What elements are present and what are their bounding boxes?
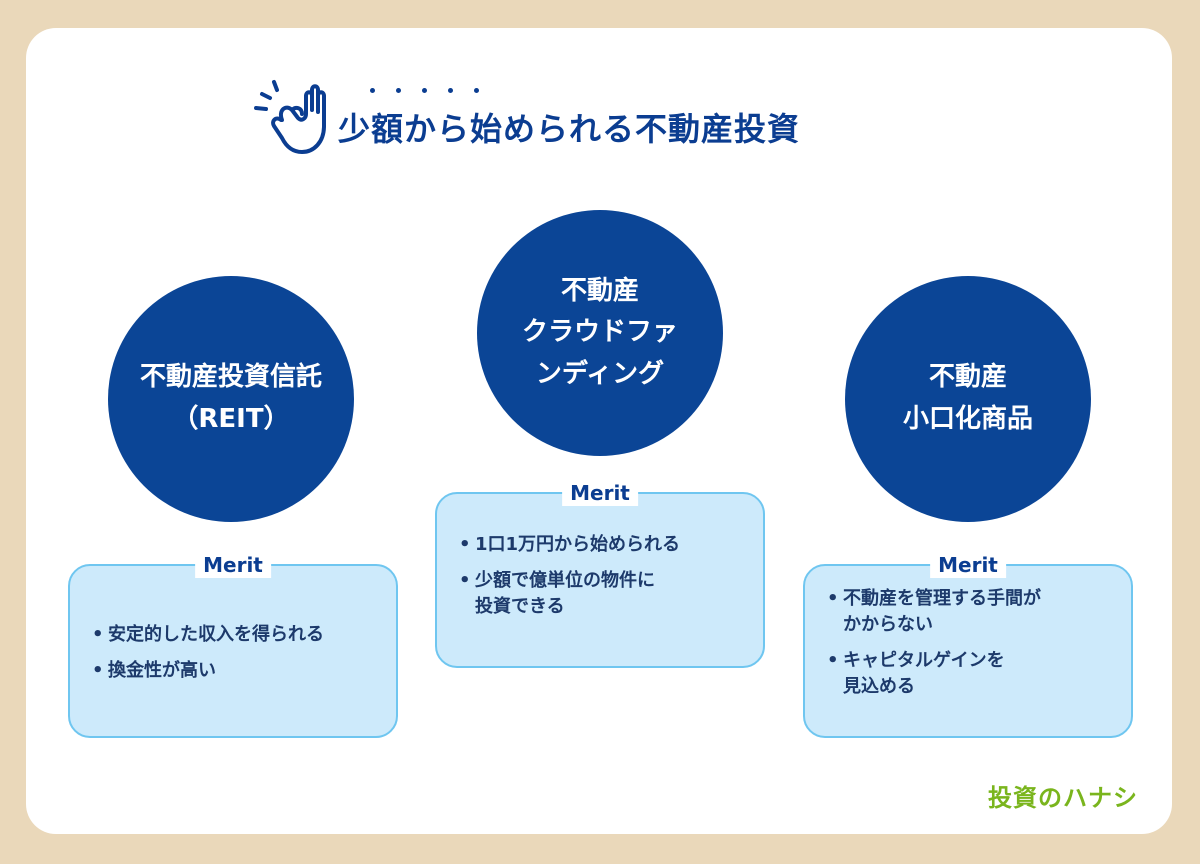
merit-box-fractional: Merit 不動産を管理する手間が かからない キャピタルゲインを 見込める (803, 552, 1133, 738)
circle-line: ンディング (535, 358, 665, 389)
merit-label: Merit (562, 480, 638, 506)
circle-line: 不動産投資信託 (139, 362, 322, 393)
merit-box-crowdfunding: Merit 1口1万円から始められる 少額で億単位の物件に 投資できる (435, 480, 765, 668)
merit-list: 安定的した収入を得られる 換金性が高い (92, 622, 386, 694)
merit-item: 1口1万円から始められる (459, 532, 753, 558)
circle-line: 不動産 (560, 275, 639, 306)
merit-item: キャピタルゲインを 見込める (827, 648, 1121, 700)
merit-item: 換金性が高い (92, 658, 386, 684)
page-title: 少額から始められる不動産投資 (338, 110, 801, 148)
circle-line: （REIT） (172, 404, 290, 434)
circle-crowdfunding: 不動産 クラウドファ ンディング (477, 210, 723, 456)
circle-fractional: 不動産 小口化商品 (845, 276, 1091, 522)
ok-hand-icon (254, 80, 326, 154)
merit-label: Merit (195, 552, 271, 578)
brand-logo-text: 投資のハナシ (988, 784, 1138, 812)
merit-item: 少額で億単位の物件に 投資できる (459, 568, 753, 620)
circle-line: クラウドファ (521, 317, 678, 348)
circle-line: 小口化商品 (902, 404, 1033, 434)
merit-label: Merit (930, 552, 1006, 578)
merit-item: 安定的した収入を得られる (92, 622, 386, 648)
merit-list: 不動産を管理する手間が かからない キャピタルゲインを 見込める (827, 586, 1121, 710)
merit-box-reit: Merit 安定的した収入を得られる 換金性が高い (68, 552, 398, 738)
merit-list: 1口1万円から始められる 少額で億単位の物件に 投資できる (459, 532, 753, 630)
title-block: 少額から始められる不動産投資 (252, 72, 800, 162)
merit-item: 不動産を管理する手間が かからない (827, 586, 1121, 638)
circle-line: 不動産 (928, 362, 1007, 393)
circle-reit: 不動産投資信託 （REIT） (108, 276, 354, 522)
